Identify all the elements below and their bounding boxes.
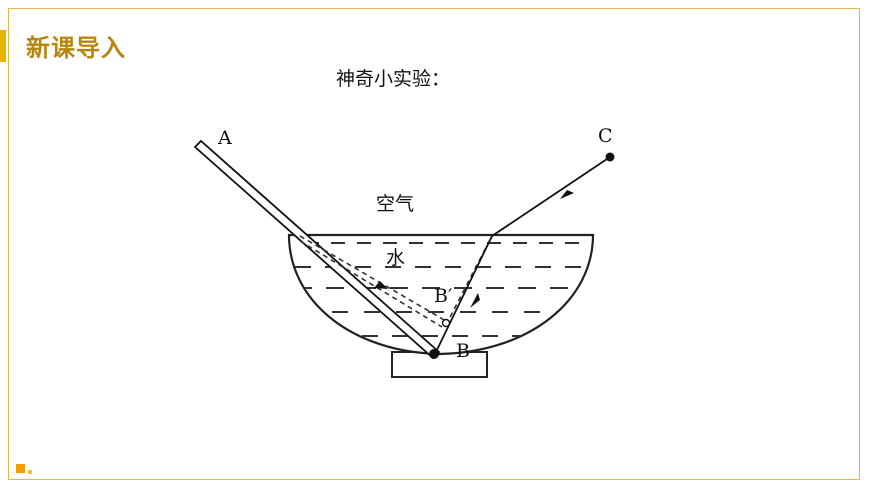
label-b-prime: B′ — [434, 285, 452, 307]
refracted-ray-in-water — [434, 235, 493, 355]
apparent-rod-line — [299, 235, 447, 322]
label-water: 水 — [386, 247, 405, 269]
label-a: A — [217, 127, 232, 149]
point-c-dot — [605, 152, 615, 162]
corner-decoration-small — [28, 470, 32, 474]
label-c: C — [598, 125, 613, 147]
ray-arrow-in-water — [470, 293, 480, 308]
experiment-subtitle: 神奇小实验： — [336, 68, 451, 90]
title-accent-bar — [0, 30, 6, 62]
apparent-rod-line-2 — [299, 240, 443, 328]
label-b: B — [456, 340, 470, 362]
bowl-stand — [391, 351, 488, 378]
corner-decoration — [16, 464, 25, 473]
slide-frame — [8, 8, 860, 480]
ray-arrow-in-air — [560, 190, 574, 199]
refracted-ray-in-air — [491, 156, 611, 237]
rod — [193, 139, 441, 360]
point-b-dot — [429, 349, 439, 359]
point-b-prime-dot — [441, 318, 451, 328]
label-air: 空气 — [376, 193, 414, 215]
apparent-ray-arrow — [374, 281, 388, 289]
bowl — [287, 233, 595, 356]
slide-title: 新课导入 — [26, 34, 126, 62]
